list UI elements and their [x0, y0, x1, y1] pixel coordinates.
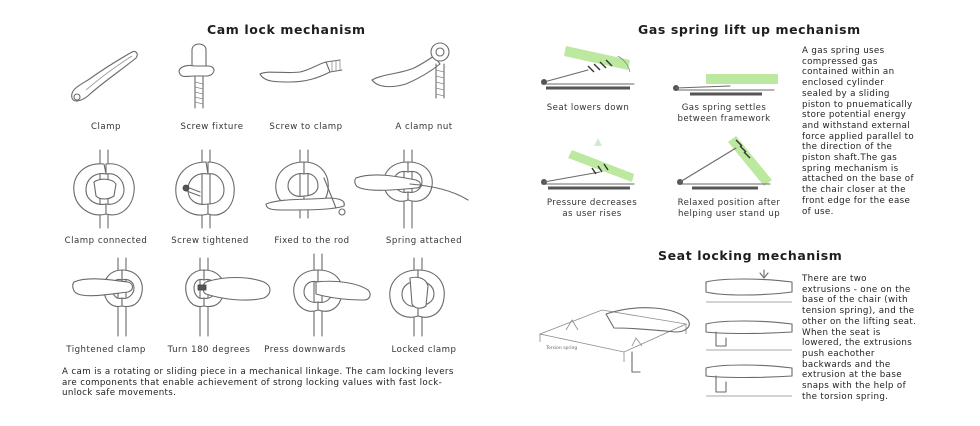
gas-desc-line: A gas spring uses	[802, 46, 885, 56]
torsion-spring-label: Torsion spring	[546, 346, 578, 351]
gas-desc-line: force applied parallel to	[802, 131, 914, 142]
turn-180-illustration	[185, 257, 271, 337]
cam-lock-description: A cam is a rotating or sliding piece in …	[62, 367, 454, 399]
step-relaxed-position-line2: helping user stand up	[677, 208, 781, 219]
seat-desc-line: There are two	[802, 274, 867, 284]
caption-press-downwards: Press downwards	[264, 345, 346, 355]
seat-desc-line: the torsion spring.	[802, 391, 889, 402]
gas-spring-title: Gas spring lift up mechanism	[638, 22, 861, 37]
caption-spring-attached: Spring attached	[385, 236, 463, 246]
caption-fixed-to-rod: Fixed to the rod	[274, 236, 350, 246]
step-relaxed-position-line1: Relaxed position after	[677, 198, 781, 208]
caption-screw-to-clamp: Screw to clamp	[269, 122, 343, 132]
step-relaxed-position: Relaxed position after helping user stan…	[664, 198, 794, 219]
gas-desc-line: enclosed cylinder	[802, 78, 885, 89]
step-seat-lowers-line: Seat lowers down	[546, 103, 630, 113]
caption-screw-fixture: Screw fixture	[180, 122, 244, 132]
step-gas-spring-settles-line1: Gas spring settles	[681, 103, 767, 113]
caption-tightened-clamp: Tightened clamp	[66, 345, 146, 355]
seat-desc-line: tension spring), and the	[802, 306, 915, 317]
gas-desc-line: of use.	[802, 206, 834, 217]
gas-desc-line: contained within an	[802, 67, 895, 78]
seat-desc-line: push eachother	[802, 348, 875, 359]
caption-clamp-connected: Clamp connected	[64, 236, 148, 246]
caption-clamp: Clamp	[91, 122, 121, 132]
seat-lowers-illustration	[541, 46, 635, 90]
relaxed-position-illustration	[677, 136, 772, 190]
clamp-connected-illustration	[73, 149, 135, 229]
seat-desc-line: When the seat is	[802, 327, 881, 338]
step-gas-spring-settles: Gas spring settles between framework	[664, 103, 784, 124]
gas-desc-line: piston to pnuematically	[802, 99, 913, 110]
gas-desc-line: compressed gas	[802, 56, 878, 67]
gas-desc-line: spring mechanism is	[802, 163, 899, 174]
gas-spring-settles-illustration	[673, 74, 778, 96]
gas-desc-line: and withstand external	[802, 120, 911, 131]
gas-spring-description: A gas spring uses compressed gas contain…	[802, 46, 962, 217]
seat-desc-line: other on the lifting seat.	[802, 316, 917, 327]
cam-lock-title: Cam lock mechanism	[207, 22, 366, 37]
gas-desc-line: attached on the base of	[802, 174, 914, 185]
gas-desc-line: front edge for the ease	[802, 195, 911, 206]
step-seat-lowers: Seat lowers down	[538, 103, 638, 114]
pressure-decreases-illustration	[541, 138, 635, 190]
step-pressure-decreases: Pressure decreases as user rises	[532, 198, 652, 219]
seat-locking-sequence-illustration	[705, 269, 793, 397]
gas-desc-line: sealed by a sliding	[802, 88, 890, 99]
step-gas-spring-settles-line2: between framework	[677, 113, 771, 124]
clamp-lever-illustration	[71, 50, 138, 102]
locked-clamp-illustration	[389, 257, 445, 337]
tightened-clamp-illustration	[72, 257, 143, 337]
screw-fixture-illustration	[178, 43, 215, 109]
seat-locking-title: Seat locking mechanism	[658, 248, 843, 263]
step-pressure-decreases-line2: as user rises	[562, 208, 622, 219]
seat-desc-line: backwards and the	[802, 359, 891, 370]
screw-tightened-illustration	[175, 149, 235, 229]
seat-locking-perspective-illustration	[538, 307, 690, 373]
fixed-to-rod-illustration	[265, 149, 346, 219]
caption-locked-clamp: Locked clamp	[391, 345, 457, 355]
seat-desc-line: snaps with the help of	[802, 381, 906, 392]
gas-desc-line: piston shaft.The gas	[802, 153, 898, 164]
screw-to-clamp-illustration	[259, 59, 343, 83]
caption-screw-tightened: Screw tightened	[171, 236, 249, 246]
seat-desc-line: lowered, the extrusions	[802, 338, 913, 349]
seat-desc-line: extrusions - one on the	[802, 284, 911, 295]
seat-desc-line: extrusion at the base	[802, 370, 902, 381]
clamp-nut-illustration	[371, 42, 450, 99]
gas-desc-line: store potential energy	[802, 110, 907, 121]
spring-attached-illustration	[354, 149, 469, 229]
step-pressure-decreases-line1: Pressure decreases	[546, 198, 638, 208]
seat-desc-line: base of the chair (with	[802, 295, 908, 306]
seat-locking-description: There are two extrusions - one on the ba…	[802, 274, 962, 402]
caption-turn-180: Turn 180 degrees	[167, 345, 251, 355]
press-downwards-illustration	[293, 253, 371, 337]
gas-desc-line: the direction of the	[802, 142, 893, 153]
caption-clamp-nut: A clamp nut	[395, 122, 453, 132]
gas-desc-line: the chair closer at the	[802, 185, 906, 196]
